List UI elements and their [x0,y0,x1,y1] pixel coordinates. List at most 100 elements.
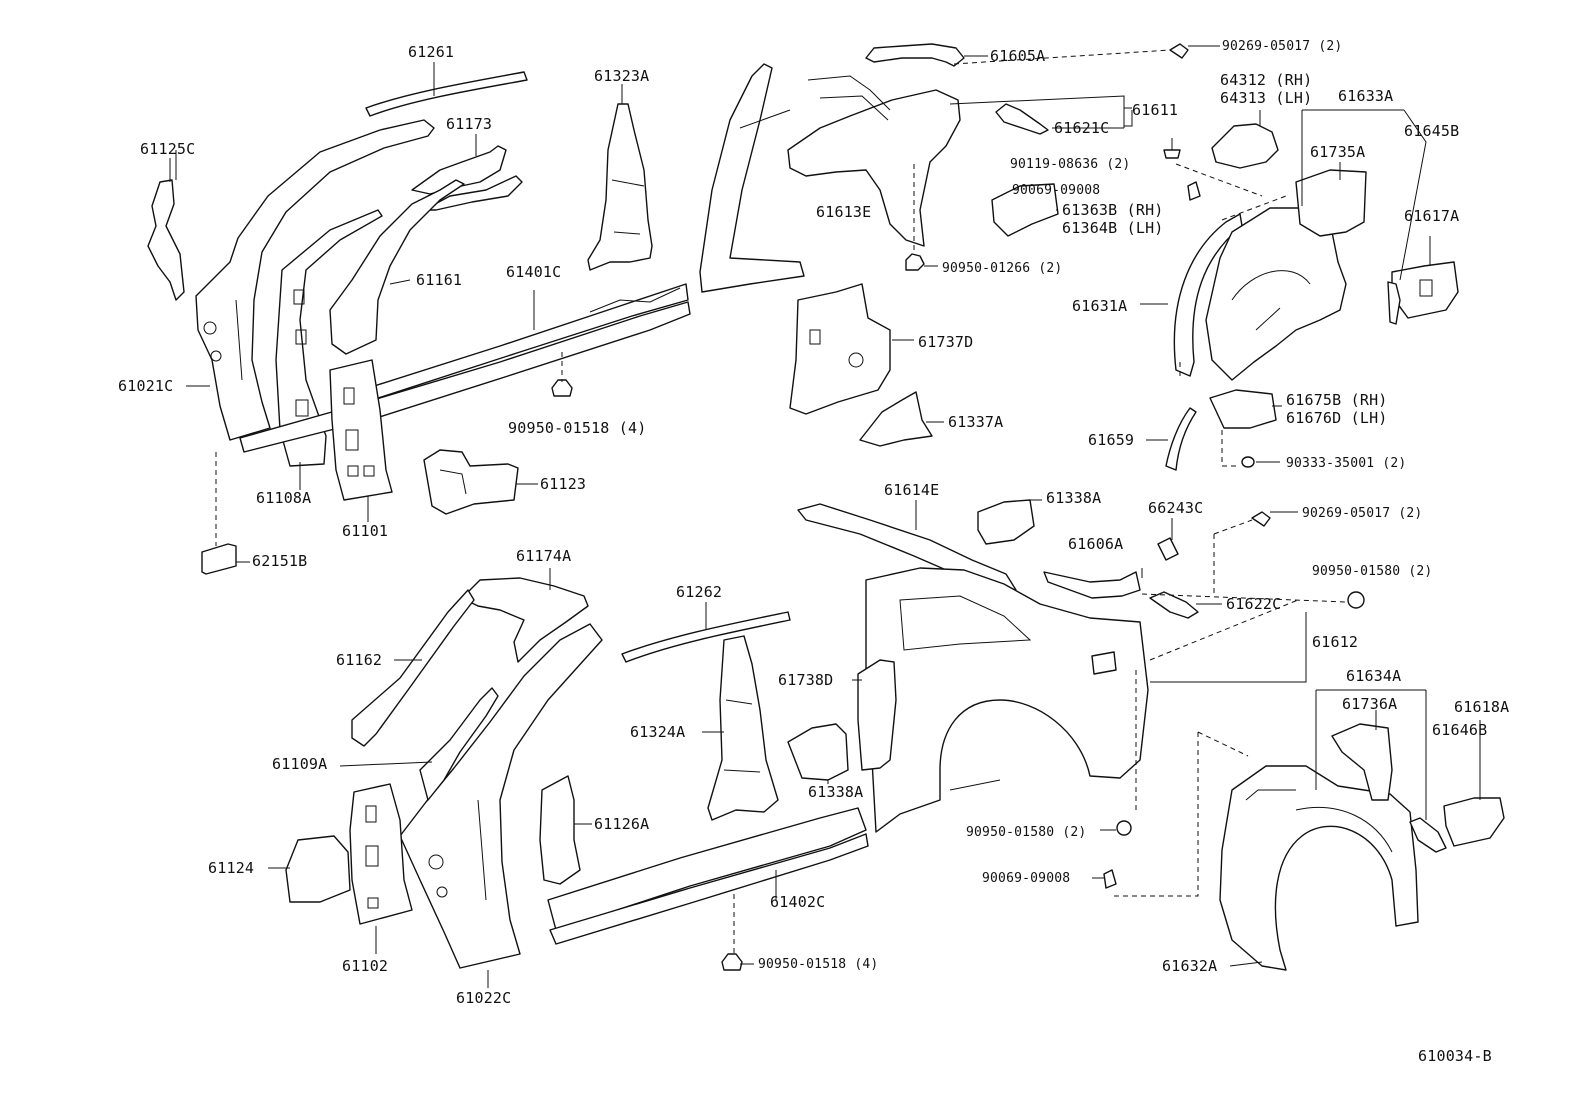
roof-rail-61174A [461,577,589,663]
label-61631A: 61631A [1072,297,1128,315]
label-61337A: 61337A [948,413,1004,431]
center-pillar-61323A [587,103,653,271]
label-61021C: 61021C [118,377,174,395]
label-90269-05017-b: 90269-05017 (2) [1302,506,1423,521]
label-61675B: 61675B (RH) [1286,391,1388,409]
bolt-90119-08636 [1163,138,1181,159]
label-90950-01580-a: 90950-01580 (2) [1312,564,1433,579]
roof-rail-weatherstrip-61261 [365,71,528,117]
label-61633A: 61633A [1338,87,1394,105]
label-61611: 61611 [1132,101,1179,119]
plug-90333-35001 [1241,456,1255,468]
wheelhouse-61632A [1219,765,1419,971]
leader-lines [169,45,1481,988]
label-61109A: 61109A [272,755,328,773]
cowl-side-61124 [285,835,351,903]
label-90950-01518-a: 90950-01518 (4) [508,419,647,437]
center-pillar-61324A [707,635,779,821]
cowl-side-61123 [423,449,519,515]
front-pillar-61021C [195,119,435,441]
label-61108A: 61108A [256,489,312,507]
brace-61738D [857,659,897,771]
label-61402C: 61402C [770,893,826,911]
label-61261: 61261 [408,43,455,61]
grommet-90069-09008-upper [1187,181,1201,201]
clip-90269-05017-upper [1169,43,1189,59]
label-90069-09008-b: 90069-09008 [982,871,1071,886]
label-61659: 61659 [1088,431,1135,449]
label-61676D: 61676D (LH) [1286,409,1388,427]
label-61161: 61161 [416,271,463,289]
label-61613E: 61613E [816,203,872,221]
diagram-reference-code: 610034-B [1418,1047,1492,1065]
label-90333-35001: 90333-35001 (2) [1286,456,1407,471]
quarter-panel-61612 [865,567,1149,833]
roof-rail-weatherstrip-61262 [621,611,791,663]
clip-90950-01580-lower [1116,820,1132,836]
label-61605A: 61605A [990,47,1046,65]
gusset-61337A [859,391,933,447]
front-pillar-61162 [351,589,475,747]
label-61617A: 61617A [1404,207,1460,225]
label-90119-08636: 90119-08636 (2) [1010,157,1131,172]
label-61174A: 61174A [516,547,572,565]
label-90950-01266: 90950-01266 (2) [942,261,1063,276]
label-61646B: 61646B [1432,721,1488,739]
label-61262: 61262 [676,583,723,601]
bracket-61736A [1331,723,1393,801]
strip-61659 [1165,407,1197,471]
rocker-panel-61402C [547,807,869,945]
label-61632A: 61632A [1162,957,1218,975]
rail-61606A [1043,571,1141,599]
label-61022C: 61022C [456,989,512,1007]
lower-pillar-61102 [349,783,413,925]
dashed-locator-lines [215,49,1347,956]
inner-pillar-61161 [329,179,465,355]
label-61634A: 61634A [1346,667,1402,685]
label-61323A: 61323A [594,67,650,85]
quarter-inner-61613E [699,63,961,293]
plate-66243C [1157,537,1179,561]
label-61125C: 61125C [140,140,196,158]
label-61124: 61124 [208,859,255,877]
bracket-61618A [1443,797,1505,847]
label-61324A: 61324A [630,723,686,741]
label-61364B: 61364B (LH) [1062,219,1164,237]
label-61123: 61123 [540,475,587,493]
label-64313: 64313 (LH) [1220,89,1313,107]
quarter-lower-61737D [789,283,891,415]
label-61606A: 61606A [1068,535,1124,553]
label-90950-01518-b: 90950-01518 (4) [758,957,879,972]
bracket-61646B [1409,817,1447,853]
label-61338A-b: 61338A [808,783,864,801]
label-61612: 61612 [1312,633,1359,651]
gusset-61338A-lower [787,723,849,781]
bracket-61338A-upper [977,499,1035,545]
label-61102: 61102 [342,957,389,975]
clip-90950-01266 [905,253,925,271]
bracket-61621C [995,103,1049,135]
label-61162: 61162 [336,651,383,669]
clip-90950-01580-upper [1347,591,1365,609]
lower-pillar-61101 [329,359,393,501]
label-61738D: 61738D [778,671,834,689]
label-64312: 64312 (RH) [1220,71,1313,89]
label-61735A: 61735A [1310,143,1366,161]
label-61622C: 61622C [1226,595,1282,613]
label-61645B: 61645B [1404,122,1460,140]
bracket-61125C [147,150,185,301]
label-61173: 61173 [446,115,493,133]
clip-90269-05017-lower [1251,511,1271,527]
extension-61675B [1209,389,1277,429]
label-61126A: 61126A [594,815,650,833]
pad-62151B [201,543,237,575]
label-61614E: 61614E [884,481,940,499]
label-66243C: 66243C [1148,499,1204,517]
front-pillar-61022C [399,623,603,969]
label-61737D: 61737D [918,333,974,351]
grommet-90069-09008-lower [1103,869,1117,889]
label-61621C: 61621C [1054,119,1110,137]
bracket-61622C [1149,591,1199,619]
